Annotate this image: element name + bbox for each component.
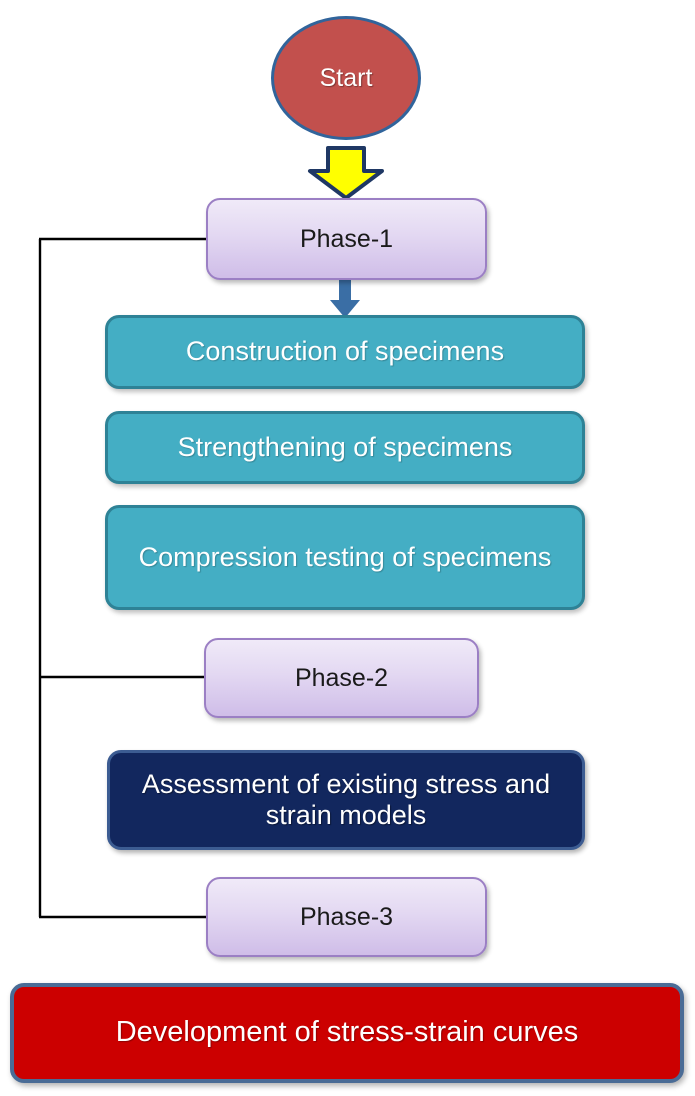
construction-label: Construction of specimens bbox=[185, 336, 505, 367]
phase-1-node[interactable]: Phase-1 bbox=[206, 198, 487, 280]
phase-2-label: Phase-2 bbox=[294, 663, 389, 692]
start-node[interactable]: Start bbox=[271, 16, 421, 140]
phase-3-label: Phase-3 bbox=[299, 902, 394, 931]
phase-1-label: Phase-1 bbox=[299, 224, 394, 253]
compression-node[interactable]: Compression testing of specimens bbox=[105, 505, 585, 610]
compression-label: Compression testing of specimens bbox=[138, 541, 552, 572]
down-block-arrow-icon bbox=[308, 146, 384, 200]
phase-2-node[interactable]: Phase-2 bbox=[204, 638, 479, 718]
construction-node[interactable]: Construction of specimens bbox=[105, 315, 585, 389]
strengthening-label: Strengthening of specimens bbox=[177, 431, 513, 462]
down-arrow-icon bbox=[330, 279, 360, 318]
strengthening-node[interactable]: Strengthening of specimens bbox=[105, 411, 585, 484]
start-label: Start bbox=[319, 63, 373, 92]
assessment-node[interactable]: Assessment of existing stress and strain… bbox=[107, 750, 585, 850]
development-label: Development of stress-strain curves bbox=[115, 1016, 579, 1049]
phase-3-node[interactable]: Phase-3 bbox=[206, 877, 487, 957]
assessment-label: Assessment of existing stress and strain… bbox=[141, 768, 551, 830]
development-node[interactable]: Development of stress-strain curves bbox=[10, 983, 684, 1083]
